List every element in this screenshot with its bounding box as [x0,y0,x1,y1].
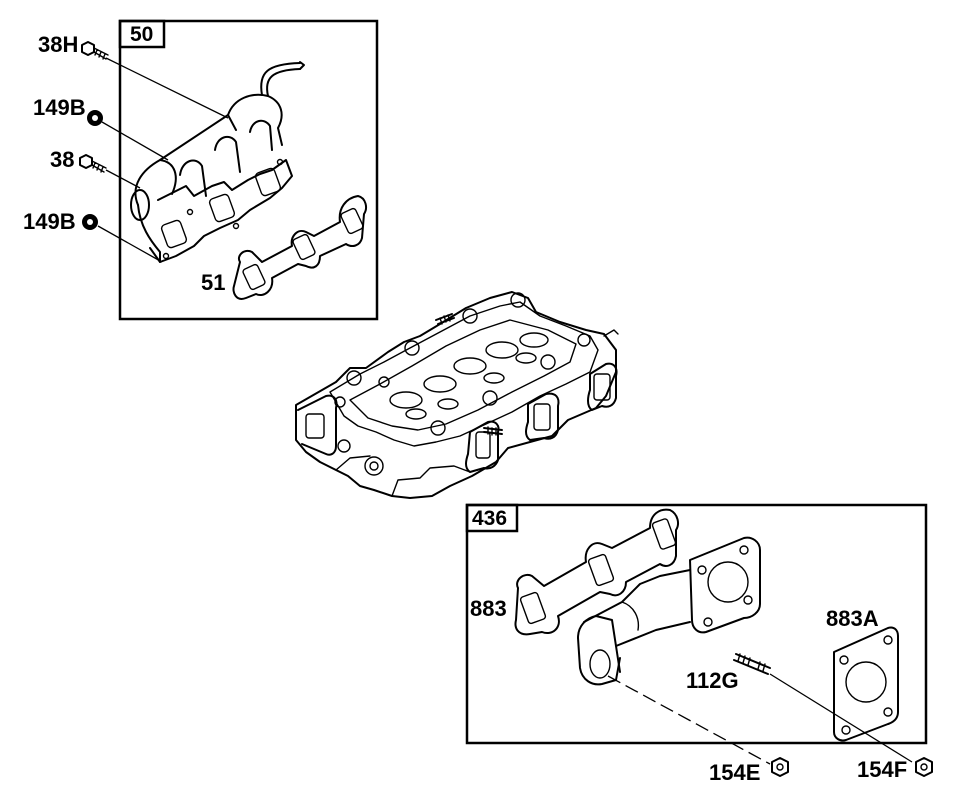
gasket-51 [232,195,367,300]
bolt-38-icon [79,154,107,173]
leader-lines-group-50 [97,57,229,263]
group-50-frame: 50 [118,19,379,321]
gasket-883 [514,508,679,636]
nut-154E-icon [771,757,789,777]
label-149B-bottom: 149B [23,209,76,234]
nut-149B-top-icon [87,110,103,126]
label-883A: 883A [826,606,879,631]
stud-112G-icon [733,653,771,675]
nut-149B-bottom-icon [82,214,98,230]
label-51: 51 [201,270,225,295]
group-436-frame: 436 [465,503,928,745]
group-436-number: 436 [472,507,507,530]
label-112G: 112G [686,668,739,693]
group-50-number: 50 [130,23,153,46]
label-38: 38 [50,147,74,172]
label-154F: 154F [857,757,907,782]
label-154E: 154E [709,760,760,785]
gasket-883A [833,626,899,742]
exhaust-adapter-elbow [577,536,761,686]
bolt-38H-icon [81,41,109,60]
exhaust-manifold [130,61,305,263]
leader-lines-group-436 [607,673,913,765]
label-38H: 38H [38,32,78,57]
cylinder-head [295,291,619,499]
label-149B-top: 149B [33,95,86,120]
label-883: 883 [470,596,507,621]
nut-154F-icon [915,757,933,777]
